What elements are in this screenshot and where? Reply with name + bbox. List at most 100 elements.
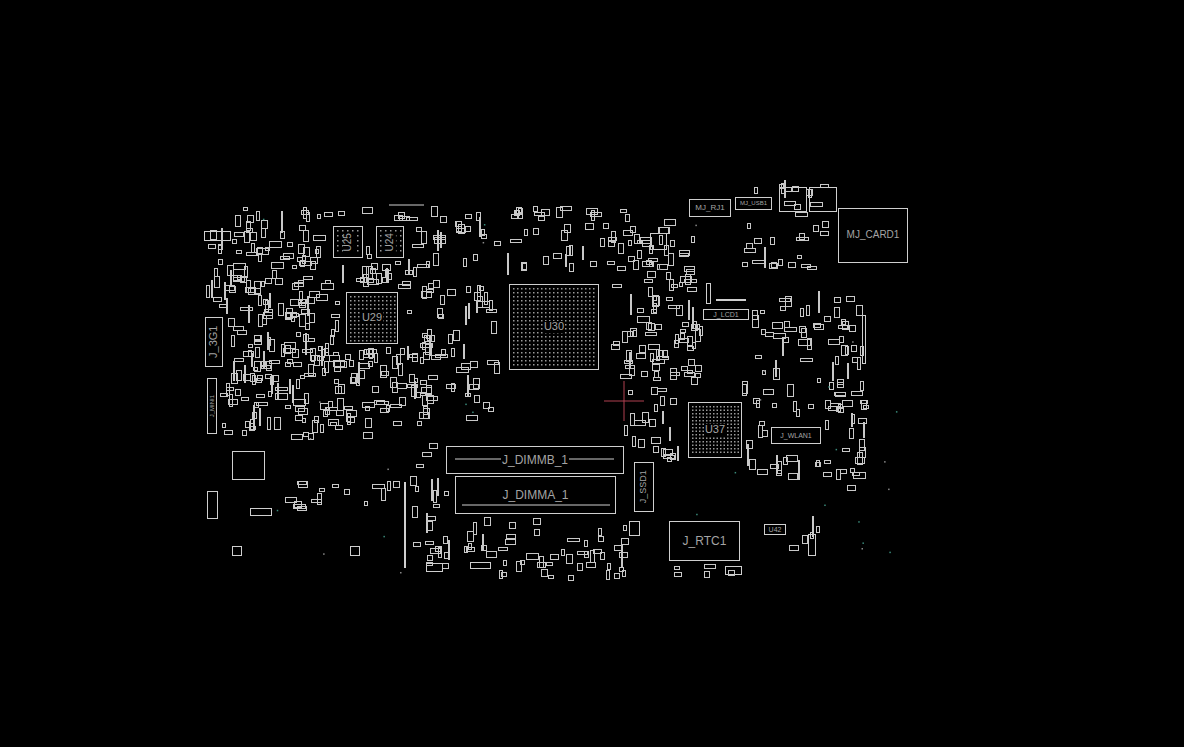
socket-pad: [541, 308, 543, 310]
socket-pad: [581, 300, 583, 302]
smd-part: [801, 359, 813, 362]
smd-part: [651, 354, 654, 362]
smd-part: [622, 539, 629, 545]
component-label: U30: [543, 321, 565, 333]
socket-pad: [593, 328, 595, 330]
smd-part: [259, 315, 263, 327]
socket-pad: [513, 364, 515, 366]
socket-pad: [517, 332, 519, 334]
socket-pad: [513, 340, 515, 342]
smd-part: [363, 208, 373, 214]
bga-ball: [350, 296, 352, 298]
smd-part: [268, 418, 271, 430]
smd-part: [677, 306, 683, 316]
smd-part: [462, 364, 471, 370]
smd-part: [311, 262, 316, 270]
smd-part: [539, 217, 545, 221]
smd-part: [264, 300, 268, 305]
bga-ball: [390, 328, 392, 330]
bga-ball: [350, 316, 352, 318]
smd-part: [325, 213, 333, 217]
smd-part: [236, 390, 241, 396]
smd-part: [326, 281, 331, 284]
smd-part: [642, 372, 648, 377]
bga-ball: [350, 308, 352, 310]
smd-part: [329, 420, 339, 426]
smd-part: [434, 281, 440, 288]
bga-ball: [724, 410, 726, 412]
bga-ball: [703, 441, 705, 443]
socket-pad: [577, 360, 579, 362]
smd-part: [318, 215, 321, 219]
smd-part: [764, 390, 774, 395]
chip-pad: [337, 235, 339, 237]
smd-part: [578, 564, 583, 571]
socket-pad: [589, 340, 591, 342]
chip-pad: [337, 240, 339, 242]
smd-part: [527, 554, 539, 560]
connector-strip: [389, 205, 424, 206]
smd-part: [660, 228, 669, 234]
smd-part: [681, 277, 692, 283]
bga-ball: [703, 448, 705, 450]
via: [263, 219, 265, 221]
socket-pad: [533, 312, 535, 314]
socket-pad: [581, 324, 583, 326]
smd-part: [302, 310, 310, 314]
bga-ball: [362, 328, 364, 330]
smd-part: [360, 351, 364, 360]
socket-pad: [573, 288, 575, 290]
smd-part: [668, 458, 672, 462]
bga-ball: [354, 332, 356, 334]
bga-ball: [699, 406, 701, 408]
smd-part: [286, 363, 291, 367]
socket-pad: [553, 312, 555, 314]
smd-part: [310, 314, 315, 323]
smd-part: [587, 209, 598, 215]
smd-part: [495, 242, 501, 246]
smd-part: [850, 326, 856, 332]
smd-part: [468, 376, 469, 396]
smd-part: [647, 261, 652, 265]
socket-pad: [529, 300, 531, 302]
bga-ball: [370, 332, 372, 334]
socket-pad: [537, 296, 539, 298]
smd-part: [259, 254, 262, 262]
socket-pad: [553, 356, 555, 358]
smd-part: [656, 325, 662, 330]
socket-pad: [533, 336, 535, 338]
smd-part: [423, 453, 432, 457]
smd-part: [424, 409, 430, 419]
smd-part: [819, 292, 820, 313]
smd-part: [339, 212, 345, 216]
smd-part: [625, 426, 628, 436]
cursor-cross: [624, 381, 625, 421]
socket-pad: [585, 304, 587, 306]
chip-pad: [400, 250, 402, 252]
smd-part: [631, 227, 636, 233]
bga-ball: [378, 300, 380, 302]
bga-ball: [703, 417, 705, 419]
socket-pad: [573, 336, 575, 338]
bga-ball: [720, 413, 722, 415]
bga-ball: [366, 328, 368, 330]
socket-pad: [545, 344, 547, 346]
socket-pad: [593, 288, 595, 290]
socket-pad: [553, 336, 555, 338]
socket-pad: [589, 296, 591, 298]
via: [735, 472, 737, 474]
smd-part: [211, 231, 217, 240]
smd-part: [631, 295, 632, 315]
socket-pad: [513, 288, 515, 290]
smd-part: [233, 240, 237, 244]
component-outline: J_LCD1: [703, 309, 749, 320]
smd-part: [696, 330, 701, 342]
bga-ball: [394, 332, 396, 334]
smd-part: [566, 255, 567, 267]
socket-pad: [561, 352, 563, 354]
via: [472, 412, 474, 414]
smd-part: [432, 207, 438, 217]
bga-ball: [699, 413, 701, 415]
socket-pad: [521, 296, 523, 298]
bga-ball: [362, 304, 364, 306]
